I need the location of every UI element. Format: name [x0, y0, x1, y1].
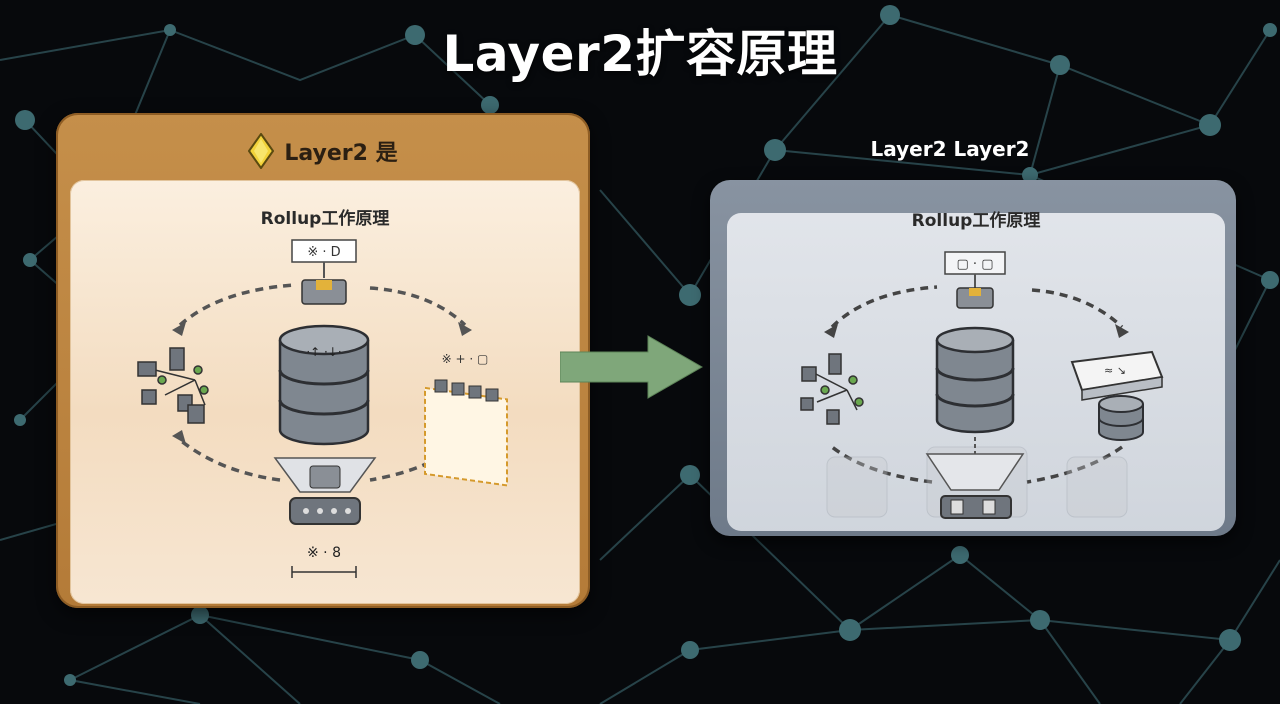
right-batch-panel: ※ + · ▢ [424, 352, 508, 487]
bottom-aggregator: ※ · 8 [273, 457, 377, 578]
bottom-aggregator [925, 437, 1025, 519]
left-card-subtitle: Rollup工作原理 [260, 209, 390, 229]
central-database-icon [935, 326, 1015, 434]
cycle-arrows [830, 285, 1124, 484]
cycle-arrows [178, 283, 467, 482]
network-lines [0, 14, 1280, 704]
block-label: ≈ ↘ [1104, 364, 1126, 377]
left-card-title: Layer2 是 [284, 141, 398, 166]
left-network-cluster [137, 347, 209, 424]
top-node-label-right: ▢ · ▢ [957, 257, 994, 272]
bottom-node-label: ※ · 8 [307, 545, 341, 561]
right-block-stack: ≈ ↘ [1070, 350, 1164, 441]
top-node: ▢ · ▢ [944, 251, 1006, 309]
cycle-arrowheads [824, 324, 1129, 338]
top-node: ※ · D [291, 239, 357, 305]
top-node-label: ※ · D [307, 245, 340, 260]
left-card-header: Layer2 是 [56, 130, 590, 172]
transition-arrow-icon [560, 335, 704, 399]
diamond-icon [248, 133, 275, 169]
left-network-cluster [800, 353, 864, 425]
rollup-diagram-left: ※ · D ·↑ ·↓· ※ + · ▢ [137, 239, 508, 578]
right-card-title: Layer2 Layer2 [870, 137, 1030, 161]
right-card-subtitle: Rollup工作原理 [911, 211, 1041, 231]
central-database-icon: ·↑ ·↓· [278, 324, 370, 446]
database-label: ·↑ ·↓· [306, 345, 341, 359]
rollup-diagram-right: ▢ · ▢ ≈ ↘ [800, 251, 1164, 519]
page-title: Layer2扩容原理 [442, 25, 838, 83]
batch-panel-label: ※ + · ▢ [442, 352, 489, 366]
network-nodes [14, 5, 1279, 686]
